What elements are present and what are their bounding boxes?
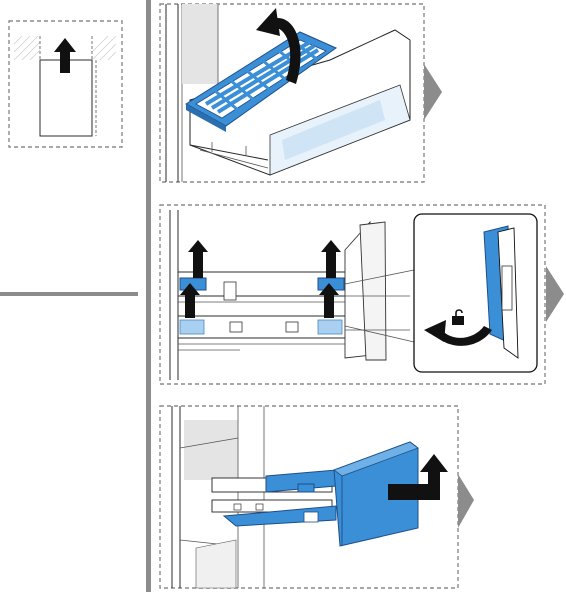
location-thumbnail: [8, 20, 123, 148]
clip-left-bottom: [179, 319, 205, 335]
zoom-detail: [413, 213, 538, 373]
pull-out-arrow-icon: [388, 454, 448, 500]
hatch-pattern: [13, 35, 117, 61]
next-step-arrow-icon: [424, 64, 442, 120]
next-step-arrow-icon: [458, 474, 474, 528]
next-step-arrow-icon: [546, 266, 564, 322]
clip-right-bottom: [317, 319, 343, 335]
curved-arrow-icon: [256, 8, 301, 84]
step-2-panel: [159, 204, 564, 385]
unlock-icon: [452, 309, 464, 325]
curved-arrow-icon: [424, 320, 492, 346]
column-divider: [146, 0, 151, 592]
drawer-front: [333, 441, 419, 547]
arrow-up-icon: [180, 240, 341, 318]
section-divider: [0, 292, 138, 296]
step-3-panel: [159, 405, 474, 589]
step-1-panel: [159, 3, 442, 183]
blue-rail-bracket: [222, 469, 337, 527]
arrow-up-icon: [54, 38, 76, 73]
